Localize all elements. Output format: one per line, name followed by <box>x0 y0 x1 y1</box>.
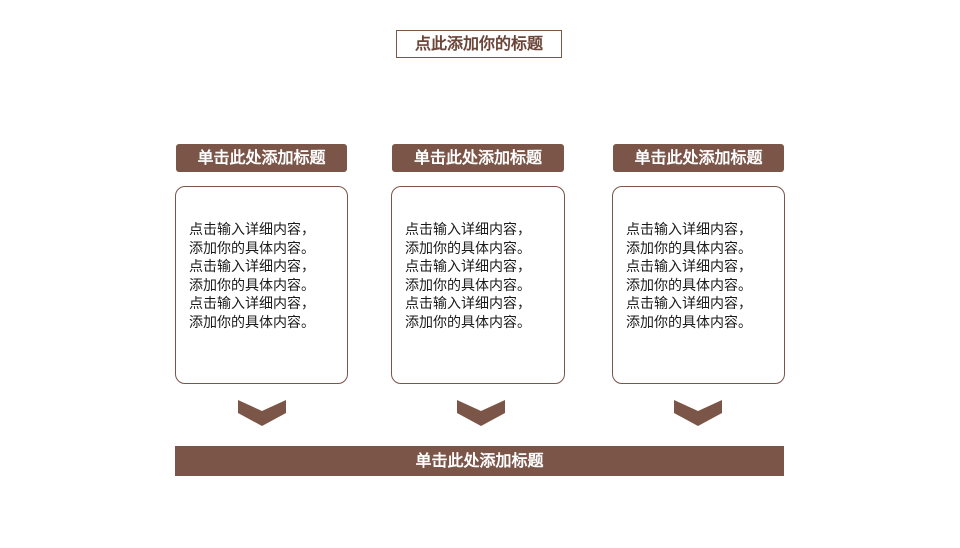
bottom-summary-bar[interactable]: 单击此处添加标题 <box>175 446 784 476</box>
page-title[interactable]: 点此添加你的标题 <box>396 30 562 58</box>
chevron-down-icon <box>457 400 505 426</box>
column-3-header[interactable]: 单击此处添加标题 <box>613 144 784 172</box>
column-3-text: 点击输入详细内容， 添加你的具体内容。 点击输入详细内容， 添加你的具体内容。 … <box>626 221 776 333</box>
column-2-line-3: 点击输入详细内容， <box>405 259 531 276</box>
column-2-line-4: 添加你的具体内容。 <box>405 277 531 294</box>
column-2-box[interactable]: 点击输入详细内容， 添加你的具体内容。 点击输入详细内容， 添加你的具体内容。 … <box>391 186 565 384</box>
column-3-line-1: 点击输入详细内容， <box>626 222 752 238</box>
column-2-text: 点击输入详细内容， 添加你的具体内容。 点击输入详细内容， 添加你的具体内容。 … <box>405 221 556 333</box>
column-1-box[interactable]: 点击输入详细内容， 添加你的具体内容。 点击输入详细内容， 添加你的具体内容。 … <box>175 186 348 384</box>
column-1-line-3: 点击输入详细内容， <box>189 259 315 276</box>
column-1-header[interactable]: 单击此处添加标题 <box>176 144 347 172</box>
column-3-line-5: 点击输入详细内容， <box>626 296 752 313</box>
column-3-line-3: 点击输入详细内容， <box>626 259 752 276</box>
column-3-line-4: 添加你的具体内容。 <box>626 277 752 294</box>
chevron-down-icon <box>674 400 722 426</box>
column-1-line-2: 添加你的具体内容。 <box>189 240 315 257</box>
column-2-line-1: 点击输入详细内容， <box>405 222 531 238</box>
column-2-line-6: 添加你的具体内容。 <box>405 314 531 331</box>
chevron-down-icon <box>238 400 286 426</box>
column-3-box[interactable]: 点击输入详细内容， 添加你的具体内容。 点击输入详细内容， 添加你的具体内容。 … <box>612 186 785 384</box>
column-2-line-5: 点击输入详细内容， <box>405 296 531 313</box>
column-3-line-2: 添加你的具体内容。 <box>626 240 752 257</box>
column-1-line-4: 添加你的具体内容。 <box>189 277 315 294</box>
column-1-line-6: 添加你的具体内容。 <box>189 314 315 331</box>
column-1-line-5: 点击输入详细内容， <box>189 296 315 313</box>
column-2-header[interactable]: 单击此处添加标题 <box>392 144 564 172</box>
column-1-line-1: 点击输入详细内容， <box>189 222 315 238</box>
column-3-line-6: 添加你的具体内容。 <box>626 314 752 331</box>
column-2-line-2: 添加你的具体内容。 <box>405 240 531 257</box>
column-1-text: 点击输入详细内容， 添加你的具体内容。 点击输入详细内容， 添加你的具体内容。 … <box>189 221 339 333</box>
